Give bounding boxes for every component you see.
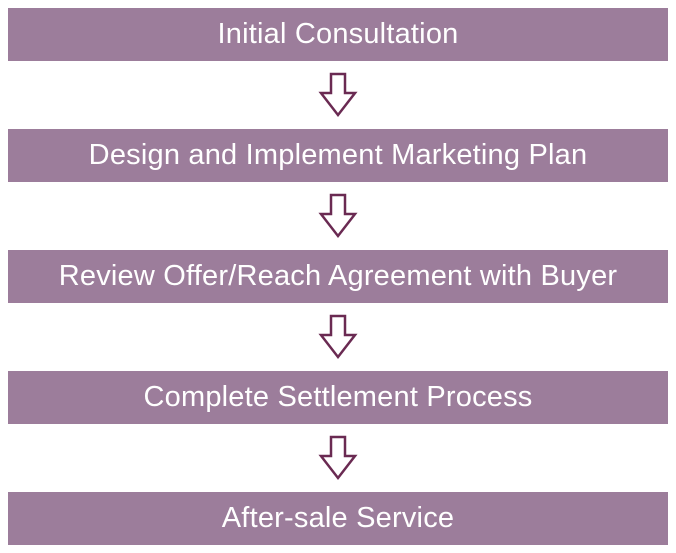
arrow-gap	[0, 424, 676, 492]
down-arrow-icon	[318, 193, 358, 239]
step-label: Initial Consultation	[217, 18, 459, 50]
down-arrow-icon	[318, 435, 358, 481]
down-arrow-icon	[318, 314, 358, 360]
down-arrow-icon	[318, 72, 358, 118]
step-label: Design and Implement Marketing Plan	[88, 139, 588, 171]
arrow-gap	[0, 182, 676, 250]
step-review-offer: Review Offer/Reach Agreement with Buyer	[8, 250, 668, 303]
step-label: After-sale Service	[221, 502, 455, 534]
arrow-gap	[0, 61, 676, 129]
step-marketing-plan: Design and Implement Marketing Plan	[8, 129, 668, 182]
arrow-gap	[0, 303, 676, 371]
step-initial-consultation: Initial Consultation	[8, 8, 668, 61]
step-after-sale-service: After-sale Service	[8, 492, 668, 545]
step-label: Review Offer/Reach Agreement with Buyer	[58, 260, 618, 292]
step-label: Complete Settlement Process	[143, 381, 533, 413]
step-settlement-process: Complete Settlement Process	[8, 371, 668, 424]
